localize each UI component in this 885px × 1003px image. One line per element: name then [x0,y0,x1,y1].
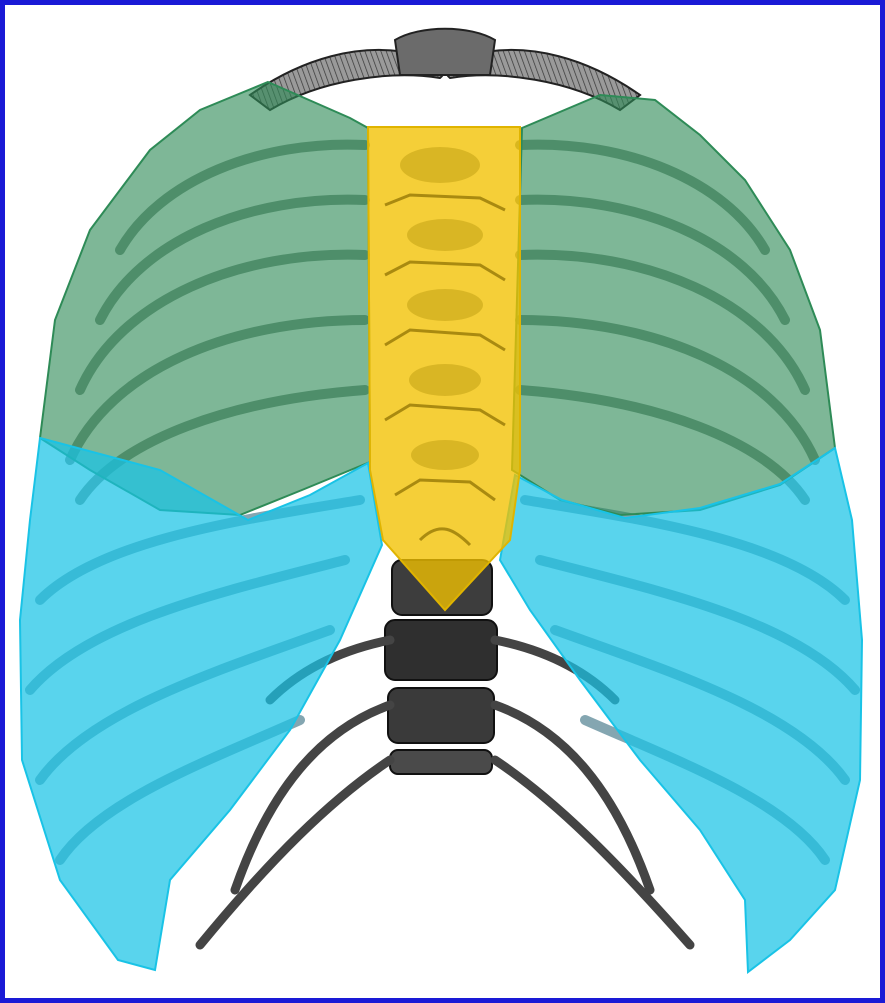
clavicles [250,29,640,110]
rib-cage-illustration [5,5,880,998]
lower-ribs-left-region [20,438,382,970]
sternum-region [368,127,520,610]
upper-ribs-left-region [40,82,370,515]
lower-ribs-right-region [500,448,862,972]
upper-ribs-right-region [512,95,835,515]
